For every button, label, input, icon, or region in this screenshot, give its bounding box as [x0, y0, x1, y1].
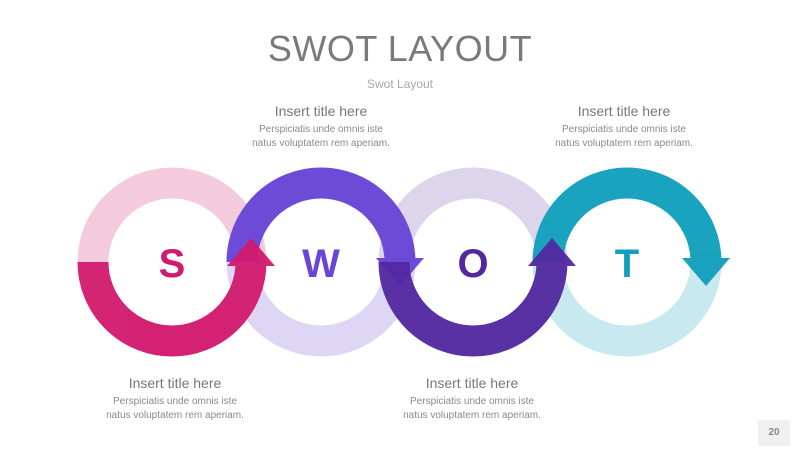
arrow-o — [378, 238, 576, 357]
slide-subtitle: Swot Layout — [366, 77, 434, 91]
slide-title: SWOT LAYOUT — [267, 28, 533, 69]
block-title: Insert title here — [425, 375, 519, 391]
arrow-t — [532, 167, 730, 286]
text-block-w: Insert title here Perspiciatis unde omni… — [241, 102, 401, 151]
block-text: Perspiciatis unde omnis iste natus volup… — [106, 396, 244, 421]
page-number: 20 — [758, 420, 790, 446]
letter-s: S — [159, 242, 186, 286]
letter-t: T — [615, 242, 639, 286]
text-block-s: Insert title here Perspiciatis unde omni… — [95, 374, 255, 423]
arrow-s — [77, 238, 275, 357]
block-text: Perspiciatis unde omnis iste natus volup… — [252, 124, 390, 149]
block-text: Perspiciatis unde omnis iste natus volup… — [555, 124, 693, 149]
block-title: Insert title here — [128, 375, 222, 391]
text-block-t: Insert title here Perspiciatis unde omni… — [544, 102, 704, 151]
text-block-o: Insert title here Perspiciatis unde omni… — [392, 374, 552, 423]
block-title: Insert title here — [274, 103, 368, 119]
letter-o: O — [457, 242, 488, 286]
block-title: Insert title here — [577, 103, 671, 119]
letter-w: W — [302, 242, 340, 286]
block-text: Perspiciatis unde omnis iste natus volup… — [403, 396, 541, 421]
